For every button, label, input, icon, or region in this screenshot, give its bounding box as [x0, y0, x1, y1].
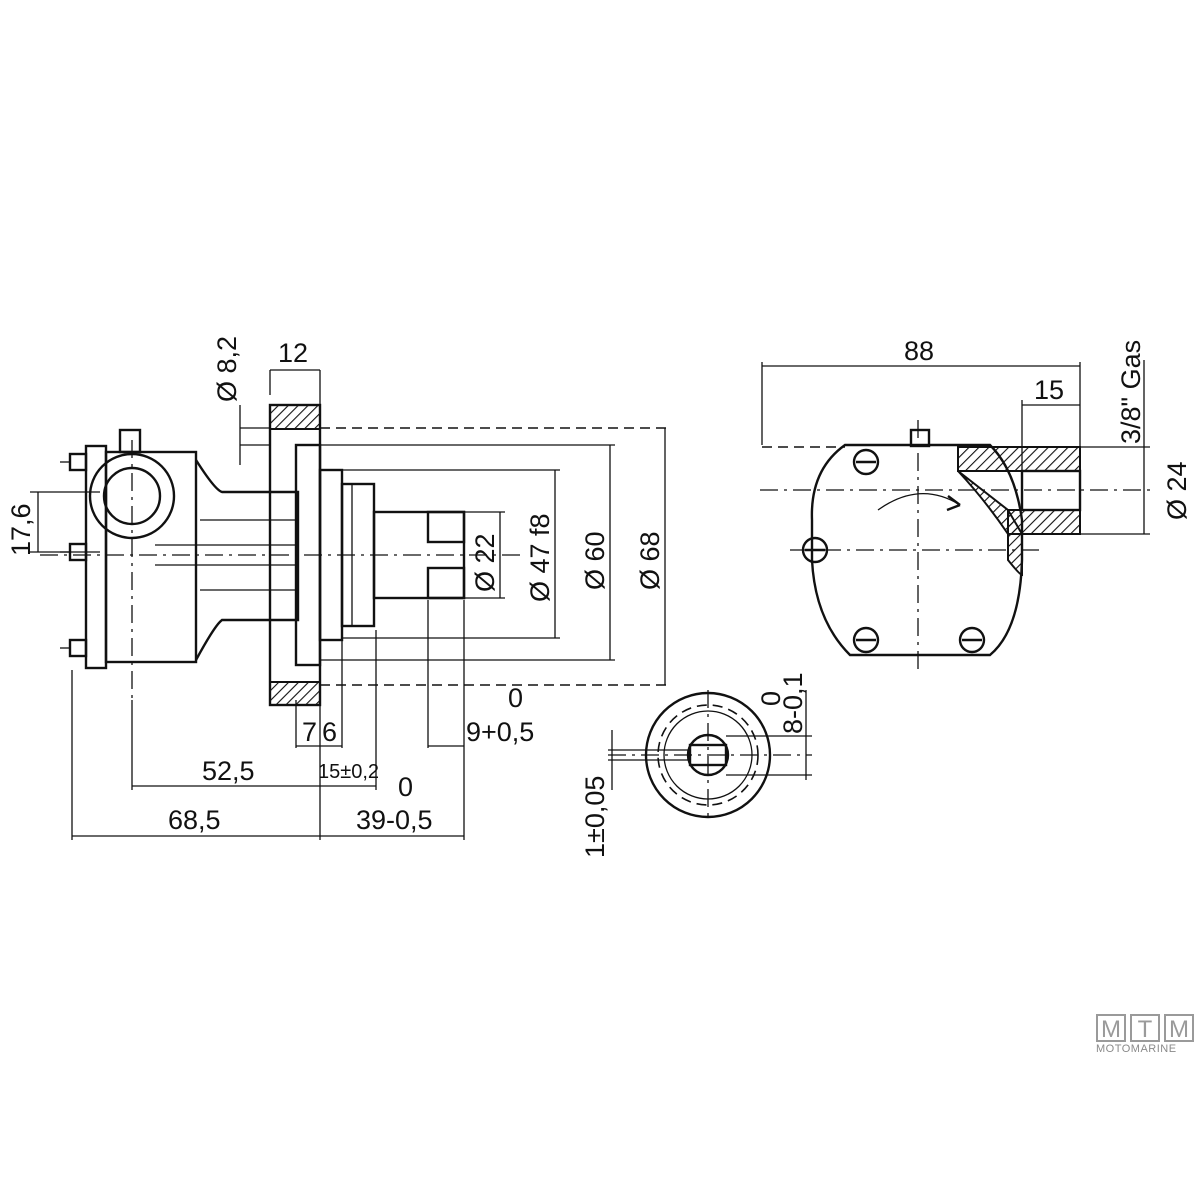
rotation-arrow [877, 493, 961, 511]
front-top-screw [909, 428, 931, 448]
dim-8: 8-0,1 [778, 672, 808, 734]
pump-body [104, 450, 198, 664]
logo-subtitle: MOTOMARINE [1096, 1043, 1177, 1055]
logo-letter: T [1130, 1014, 1160, 1043]
logo-letter: M [1164, 1014, 1194, 1043]
shaft-section [608, 690, 812, 820]
dim-d-bolt: Ø 8,2 [212, 336, 242, 402]
end-cover [84, 444, 108, 670]
dim-thread: 3/8" Gas [1116, 340, 1146, 444]
bearing-housing [194, 459, 300, 661]
dim-1: 1±0,05 [580, 776, 610, 858]
flange-hole-bottom [269, 681, 321, 706]
side-view [30, 369, 668, 840]
dim-6: 6 [322, 717, 337, 747]
dim-52-5: 52,5 [202, 756, 255, 786]
dim-d-bolt-circle: Ø 60 [580, 531, 610, 590]
dim-flange-width: 12 [278, 338, 308, 368]
dim-15: 15±0,2 [318, 761, 379, 783]
housing-screws [801, 448, 986, 654]
dim-8-upper-tol: 0 [756, 691, 786, 706]
flange-hole-top [269, 404, 321, 430]
pump-housing-outline [810, 443, 1024, 657]
dim-d-port: Ø 24 [1162, 461, 1192, 520]
top-screw [118, 428, 142, 454]
dim-d-flange: Ø 68 [635, 531, 665, 590]
outlet-port [1020, 469, 1082, 512]
dim-39-upper-tol: 0 [398, 772, 413, 802]
dim-d-pilot: Ø 47 f8 [525, 513, 555, 602]
logo-letter: M [1096, 1014, 1126, 1043]
dim-68-5: 68,5 [168, 805, 221, 835]
dim-39: 39-0,5 [356, 805, 433, 835]
dim-port-height: 17,6 [6, 503, 36, 556]
front-view [760, 360, 1150, 670]
brand-logo: M T M MOTOMARINE [1096, 1014, 1196, 1060]
outlet-port-wall-top [957, 446, 1081, 472]
dim-9-upper-tol: 0 [508, 683, 523, 713]
dim-d-shaft: Ø 22 [470, 533, 500, 592]
dim-7: 7 [302, 717, 317, 747]
dim-9: 9+0,5 [466, 717, 534, 747]
dim-port-length: 15 [1034, 375, 1064, 405]
dim-width: 88 [904, 336, 934, 366]
